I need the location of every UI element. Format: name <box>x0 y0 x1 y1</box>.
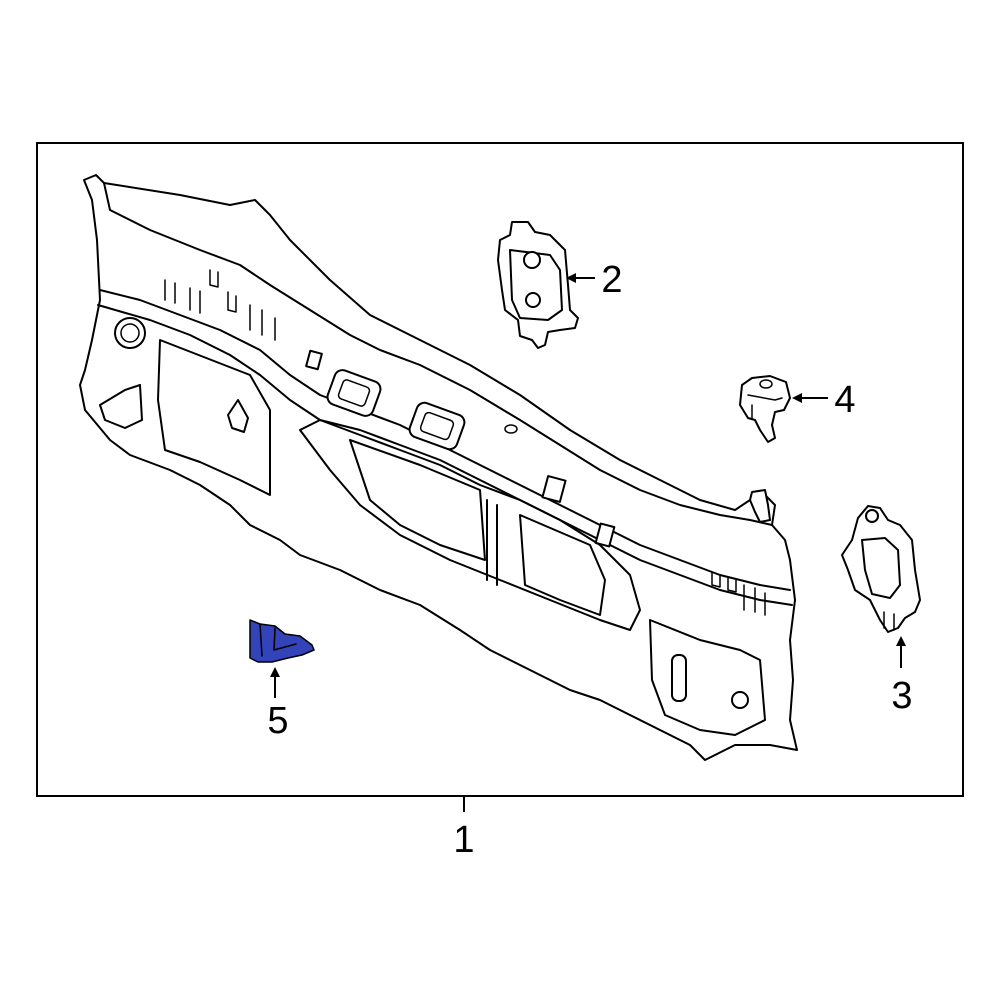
callout-5-label: 5 <box>267 700 288 742</box>
clip-part-4[interactable] <box>739 375 791 443</box>
panel-inner-recess-left <box>157 339 271 496</box>
callout-4-label: 4 <box>834 379 855 421</box>
panel-right-post <box>749 489 771 523</box>
bracket-2-outline <box>497 221 579 349</box>
panel-top-ridge <box>103 182 773 526</box>
clip-4-outline <box>739 375 791 443</box>
panel-ridge-3 <box>97 304 793 606</box>
rear-body-panel[interactable] <box>79 174 798 761</box>
panel-slot-4 <box>671 654 687 702</box>
panel-slot-3 <box>305 349 323 371</box>
reinforcement-3-hole <box>865 509 879 523</box>
panel-hole-left-inner <box>120 323 140 343</box>
panel-lower-opening <box>299 419 641 631</box>
reinforcement-3-pocket <box>861 537 901 599</box>
panel-oval-window-1 <box>326 369 382 417</box>
panel-slot-2 <box>594 522 616 548</box>
panel-hole-center <box>504 424 518 434</box>
bracket-part-2[interactable] <box>497 221 579 349</box>
panel-oval-window-2-inner <box>419 411 455 441</box>
panel-slot-1 <box>541 475 567 503</box>
callout-4-arrowhead <box>792 393 802 403</box>
reinforcement-3-outline <box>841 505 921 633</box>
assembly-frame <box>36 142 964 797</box>
callout-2-arrowhead <box>566 273 576 283</box>
panel-hole-right <box>731 691 749 709</box>
panel-oval-window-1-inner <box>337 379 371 407</box>
bracket-2-hole-bottom <box>525 292 541 308</box>
callout-1-label: 1 <box>453 819 474 861</box>
panel-outline <box>79 174 798 761</box>
panel-lower-right-bay <box>649 619 766 736</box>
bracket-5-fold <box>259 623 297 657</box>
panel-small-tabs-left <box>164 269 276 341</box>
panel-small-tabs-right <box>711 571 766 616</box>
callout-2-label: 2 <box>601 259 622 301</box>
bracket-2-hole-top <box>523 251 541 269</box>
callout-3-label: 3 <box>891 675 912 717</box>
bracket-2-face <box>509 249 563 321</box>
panel-inner-recess-mid <box>349 439 486 561</box>
panel-oval-window-2 <box>408 401 466 451</box>
panel-hole-left <box>114 317 146 349</box>
bracket-5-shape <box>249 619 315 663</box>
reinforcement-part-3[interactable] <box>841 505 921 633</box>
panel-inner-recess-right <box>519 514 606 616</box>
clip-4-hole <box>759 379 773 389</box>
callout-3-arrowhead <box>896 636 906 646</box>
callout-5-arrowhead <box>270 667 280 677</box>
panel-drop-cutout <box>227 399 249 433</box>
reinforcement-3-tab <box>883 611 895 631</box>
bracket-part-5[interactable] <box>249 619 315 663</box>
panel-vertical-rib <box>486 499 498 586</box>
clip-4-fold <box>747 394 783 419</box>
panel-left-corner-gusset <box>99 384 143 429</box>
